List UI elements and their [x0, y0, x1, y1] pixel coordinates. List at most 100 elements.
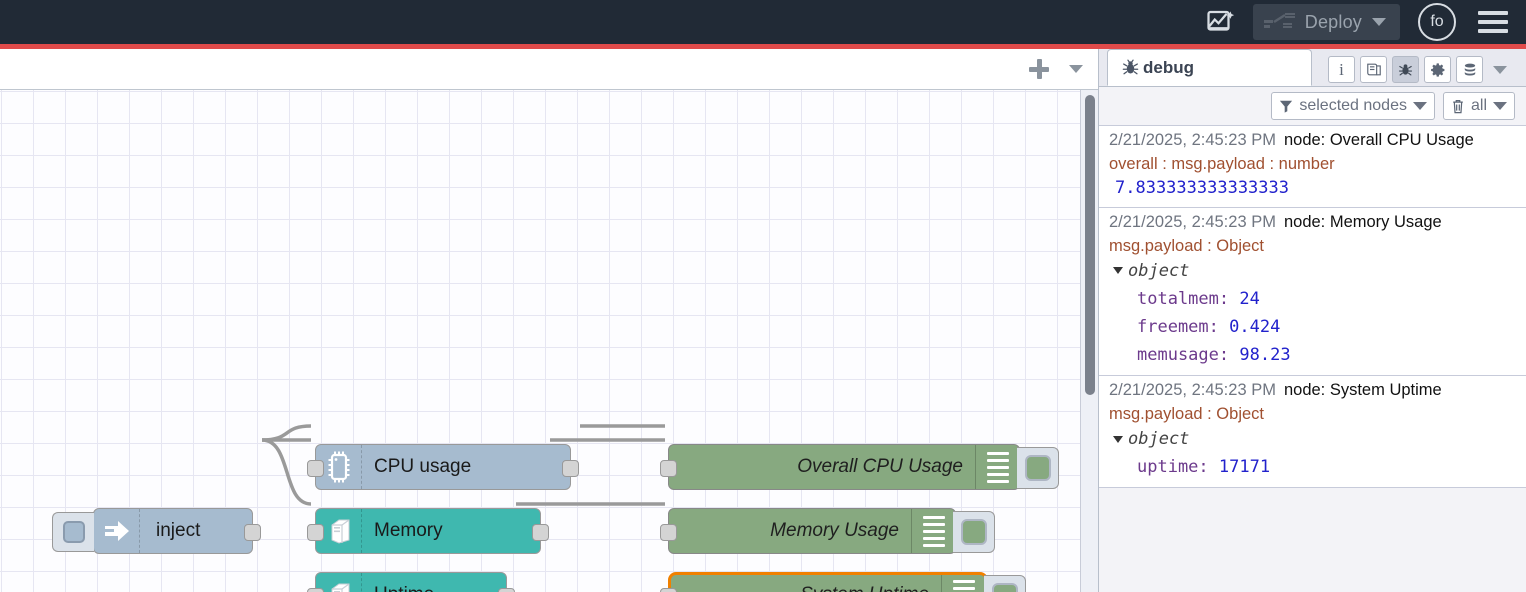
- hamburger-menu-icon[interactable]: [1476, 5, 1510, 39]
- debug-object-expander[interactable]: object: [1109, 426, 1520, 453]
- debug-lines-icon: [941, 575, 985, 592]
- debug-object-property: freemem: 0.424: [1137, 316, 1281, 337]
- node-debug-memory-toggle-button[interactable]: [953, 511, 995, 553]
- node-inject[interactable]: inject: [52, 508, 261, 554]
- debug-message-timestamp: 2/21/2025, 2:45:23 PM: [1109, 381, 1276, 399]
- triangle-down-icon: [1113, 267, 1123, 275]
- debug-message-timestamp: 2/21/2025, 2:45:23 PM: [1109, 212, 1276, 231]
- flow-canvas[interactable]: inject: [0, 90, 1098, 592]
- node-debug-memory-input-port[interactable]: [660, 524, 677, 541]
- node-uptime-input-port[interactable]: [307, 588, 324, 592]
- node-uptime[interactable]: Uptime: [307, 572, 515, 592]
- node-cpu-output-port[interactable]: [562, 460, 579, 477]
- bug-icon: [1122, 59, 1139, 75]
- clear-messages-button[interactable]: all: [1442, 92, 1515, 120]
- debug-object-expander[interactable]: object: [1109, 258, 1520, 285]
- debug-object-label: object: [1128, 429, 1190, 450]
- sidebar-tab-row: debug i: [1099, 49, 1526, 87]
- node-cpu-usage-label: CPU usage: [374, 456, 472, 477]
- avatar-initials: fo: [1430, 13, 1444, 30]
- node-debug-uptime-input-port[interactable]: [660, 588, 677, 592]
- debug-object-property: memusage: 98.23: [1137, 344, 1291, 365]
- add-flow-tab-button[interactable]: [1020, 50, 1058, 88]
- deploy-bars-icon: [1263, 13, 1295, 28]
- filter-selected-nodes-label: selected nodes: [1299, 97, 1407, 114]
- flow-tabs-menu-button[interactable]: [1058, 50, 1094, 88]
- canvas-scrollbar-thumb[interactable]: [1085, 95, 1095, 395]
- debug-sidebar: debug i: [1098, 49, 1526, 592]
- debug-object-key: totalmem: [1137, 288, 1219, 309]
- debug-filter-row: selected nodes all: [1099, 87, 1526, 125]
- debug-message-topic: msg.payload : Object: [1109, 404, 1264, 423]
- debug-message-list[interactable]: 2/21/2025, 2:45:23 PM node: Overall CPU U…: [1099, 125, 1526, 592]
- tab-debug[interactable]: debug: [1107, 49, 1312, 86]
- debug-message-topic: msg.payload : Object: [1109, 236, 1264, 255]
- context-stack-icon[interactable]: [1456, 56, 1483, 83]
- canvas-vertical-scrollbar[interactable]: [1080, 90, 1098, 592]
- node-inject-output-port[interactable]: [244, 524, 261, 541]
- debug-message[interactable]: 2/21/2025, 2:45:23 PM node: Overall CPU U…: [1099, 125, 1526, 208]
- node-cpu-input-port[interactable]: [307, 460, 324, 477]
- deploy-label: Deploy: [1304, 11, 1362, 32]
- chevron-down-icon: [1412, 102, 1427, 110]
- filter-selected-nodes-button[interactable]: selected nodes: [1271, 92, 1435, 120]
- debug-object-value: 24: [1239, 288, 1260, 309]
- workspace: inject: [0, 49, 1098, 592]
- library-icon[interactable]: [1360, 56, 1387, 83]
- chevron-down-icon: [1493, 102, 1507, 110]
- node-uptime-output-port[interactable]: [498, 588, 515, 592]
- node-memory-output-port[interactable]: [532, 524, 549, 541]
- node-cpu-usage[interactable]: CPU usage: [307, 444, 579, 490]
- debug-object-property: totalmem: 24: [1137, 288, 1260, 309]
- debug-message-timestamp: 2/21/2025, 2:45:23 PM: [1109, 131, 1276, 149]
- avatar[interactable]: fo: [1418, 3, 1456, 41]
- deploy-caret-icon[interactable]: [1372, 18, 1386, 26]
- server-box-icon: [316, 573, 362, 592]
- tab-debug-label: debug: [1143, 57, 1194, 77]
- node-debug-memory-usage-label: Memory Usage: [770, 520, 899, 541]
- node-debug-overall-cpu-label: Overall CPU Usage: [797, 456, 963, 477]
- node-debug-overall-cpu-toggle-button[interactable]: [1017, 447, 1059, 489]
- debug-lines-icon: [975, 445, 1019, 489]
- debug-message-value: 7.833333333333333: [1115, 178, 1289, 199]
- node-debug-system-uptime[interactable]: System Uptime: [660, 572, 1026, 592]
- node-debug-overall-cpu-usage[interactable]: Overall CPU Usage: [660, 444, 1059, 490]
- sidebar-more-chevron-down-icon[interactable]: [1493, 65, 1507, 74]
- node-memory-input-port[interactable]: [307, 524, 324, 541]
- debug-message-topic: overall : msg.payload : number: [1109, 154, 1335, 173]
- debug-object-property: uptime: 17171: [1137, 457, 1271, 478]
- chevron-down-icon: [1069, 65, 1083, 73]
- debug-message-node: node: Memory Usage: [1283, 212, 1442, 231]
- inject-trigger-button[interactable]: [52, 512, 94, 552]
- debug-object-key: freemem: [1137, 316, 1209, 337]
- node-inject-label: inject: [156, 520, 201, 541]
- debug-object-label: object: [1128, 260, 1190, 281]
- flow-sparkle-icon[interactable]: [1199, 2, 1243, 42]
- debug-object-key: memusage: [1137, 344, 1219, 365]
- deploy-button[interactable]: Deploy: [1252, 4, 1400, 40]
- debug-lines-icon: [911, 509, 955, 553]
- server-box-icon: [316, 509, 362, 553]
- node-memory[interactable]: Memory: [307, 508, 549, 554]
- node-debug-memory-usage[interactable]: Memory Usage: [660, 508, 995, 554]
- info-icon[interactable]: i: [1328, 56, 1355, 83]
- trash-icon: [1453, 99, 1463, 113]
- debug-bug-icon[interactable]: [1392, 56, 1419, 83]
- triangle-down-icon: [1113, 435, 1123, 443]
- debug-message-node: node: Overall CPU Usage: [1283, 131, 1474, 149]
- node-memory-label: Memory: [374, 520, 443, 541]
- clear-messages-label: all: [1470, 97, 1487, 114]
- debug-object-key: uptime: [1137, 457, 1199, 478]
- node-debug-uptime-toggle-button[interactable]: [984, 575, 1026, 592]
- node-debug-system-uptime-label: System Uptime: [671, 584, 941, 592]
- app-header: Deploy fo: [0, 0, 1526, 44]
- gear-icon[interactable]: [1424, 56, 1451, 83]
- cpu-chip-icon: [316, 445, 362, 489]
- canvas-tab-bar: [0, 49, 1098, 90]
- debug-object-value: 0.424: [1229, 316, 1281, 337]
- arrow-right-icon: [94, 509, 140, 553]
- header-accent-bar: [0, 44, 1526, 49]
- node-debug-overall-cpu-input-port[interactable]: [660, 460, 677, 477]
